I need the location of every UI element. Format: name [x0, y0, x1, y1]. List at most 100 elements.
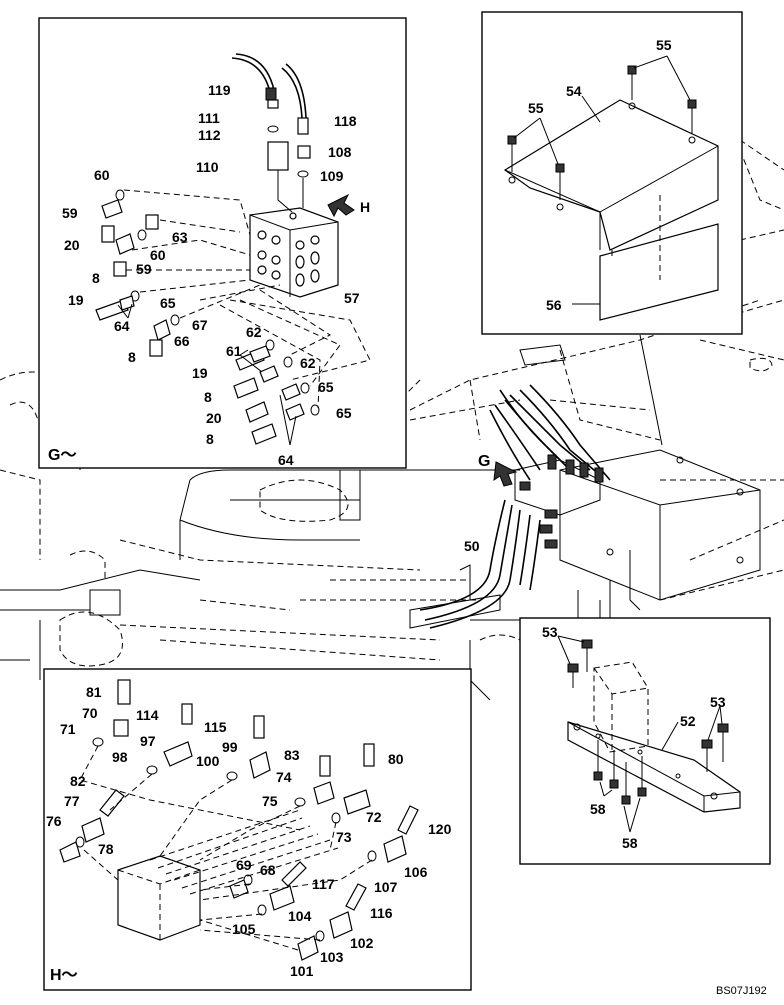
label-g-65-27: 65	[336, 405, 352, 421]
cover-54	[503, 99, 719, 251]
label-h-103-29: 103	[320, 949, 344, 965]
o-ring-62b	[283, 356, 293, 368]
bolt-53d	[701, 739, 713, 749]
label-g-H-31: H	[360, 199, 370, 215]
fitting-115	[253, 715, 265, 739]
o-ring-65b	[300, 382, 310, 394]
label-h-107-24: 107	[374, 879, 398, 895]
label-g-57-30: 57	[344, 290, 360, 306]
elbow-66	[153, 319, 171, 341]
label-h-104-25: 104	[288, 908, 312, 924]
elbow-59a	[101, 199, 123, 219]
label-g-59-8: 59	[62, 205, 78, 221]
adapter-77	[81, 817, 105, 843]
label-top-54-1: 54	[566, 83, 582, 99]
adapter-74	[313, 781, 335, 805]
fitting-116	[345, 883, 367, 911]
elbow-102	[329, 911, 353, 939]
plate-56	[599, 223, 719, 321]
label-g-67-17: 67	[192, 317, 208, 333]
label-h-71-4: 71	[60, 721, 76, 737]
bolt-55d	[555, 163, 565, 173]
fitting-118	[297, 117, 309, 135]
elbow-72	[343, 789, 371, 815]
elbow-59b	[115, 233, 135, 255]
o-ring-60b	[137, 229, 147, 241]
machine-outline	[0, 139, 784, 760]
label-top-55-2: 55	[528, 100, 544, 116]
fitting-76	[59, 841, 81, 863]
label-h-102-28: 102	[350, 935, 374, 951]
plug-20b	[245, 401, 269, 423]
label-br-58-4: 58	[622, 835, 638, 851]
bolt-58d	[637, 787, 647, 797]
label-h-76-17: 76	[46, 813, 62, 829]
label-h-101-30: 101	[290, 963, 314, 979]
label-g-60-10: 60	[150, 247, 166, 263]
label-g-19-14: 19	[68, 292, 84, 308]
label-g-119-0: 119	[208, 82, 231, 98]
bolt-53a	[581, 639, 593, 649]
label-h-115-3: 115	[204, 719, 227, 735]
label-h-82-12: 82	[70, 773, 86, 789]
detail-view-h	[43, 668, 472, 991]
label-g-20-9: 20	[64, 237, 80, 253]
label-br-53-0: 53	[542, 624, 558, 640]
label-g-62-20: 62	[246, 324, 262, 340]
view-arrow-h	[327, 193, 355, 218]
label-h-106-20: 106	[404, 864, 428, 880]
label-h-68-22: 68	[260, 862, 276, 878]
label-h-99-7: 99	[222, 739, 238, 755]
label-g-65-15: 65	[160, 295, 176, 311]
label-h-80-10: 80	[388, 751, 404, 767]
label-h-114-2: 114	[136, 707, 159, 723]
label-br-53-2: 53	[710, 694, 726, 710]
detail-h-title: H～	[50, 967, 78, 984]
label-g-8-13: 8	[92, 270, 100, 286]
label-h-97-5: 97	[140, 733, 156, 749]
label-g-108-5: 108	[328, 144, 352, 160]
elbow-99	[249, 751, 271, 779]
detail-g-frame	[38, 17, 407, 469]
bolt-55b	[687, 99, 697, 109]
detail-view-bracket	[519, 617, 771, 865]
adapter-64c	[285, 403, 305, 421]
label-g-20-26: 20	[206, 410, 222, 426]
elbow-97	[163, 741, 193, 767]
o-ring-62a	[265, 339, 275, 351]
label-g-110-3: 110	[196, 159, 219, 175]
label-g-65-25: 65	[318, 379, 334, 395]
plug-8d	[251, 423, 277, 445]
label-br-52-1: 52	[680, 713, 696, 729]
label-h-74-11: 74	[276, 769, 292, 785]
label-g-60-7: 60	[94, 167, 110, 183]
label-g-62-23: 62	[300, 355, 316, 371]
fitting-117	[281, 861, 307, 887]
fitting-82	[99, 789, 125, 817]
label-h-72-14: 72	[366, 809, 382, 825]
label-h-81-0: 81	[86, 684, 102, 700]
fitting-80	[363, 743, 375, 767]
valve-block-h	[117, 855, 201, 941]
label-g-109-6: 109	[320, 168, 344, 184]
part-110	[267, 141, 289, 171]
o-ring-78	[75, 836, 85, 848]
adapter-63	[145, 214, 159, 230]
fitting-114	[181, 703, 193, 725]
detail-g-title: G～	[48, 447, 76, 464]
label-g-59-12: 59	[136, 261, 152, 277]
adapter-104	[269, 885, 295, 911]
o-ring-65c	[310, 404, 320, 416]
label-h-70-1: 70	[82, 705, 98, 721]
fitting-81	[117, 679, 131, 705]
label-h-98-6: 98	[112, 749, 128, 765]
fitting-119	[265, 87, 277, 101]
adapter-108	[297, 145, 311, 159]
label-g-8-28: 8	[206, 431, 214, 447]
adapter-61	[249, 345, 271, 363]
label-h-116-26: 116	[370, 905, 393, 921]
label-g-118-4: 118	[334, 113, 357, 129]
label-g-111-1: 111	[198, 110, 220, 126]
label-g-64-29: 64	[278, 452, 294, 468]
